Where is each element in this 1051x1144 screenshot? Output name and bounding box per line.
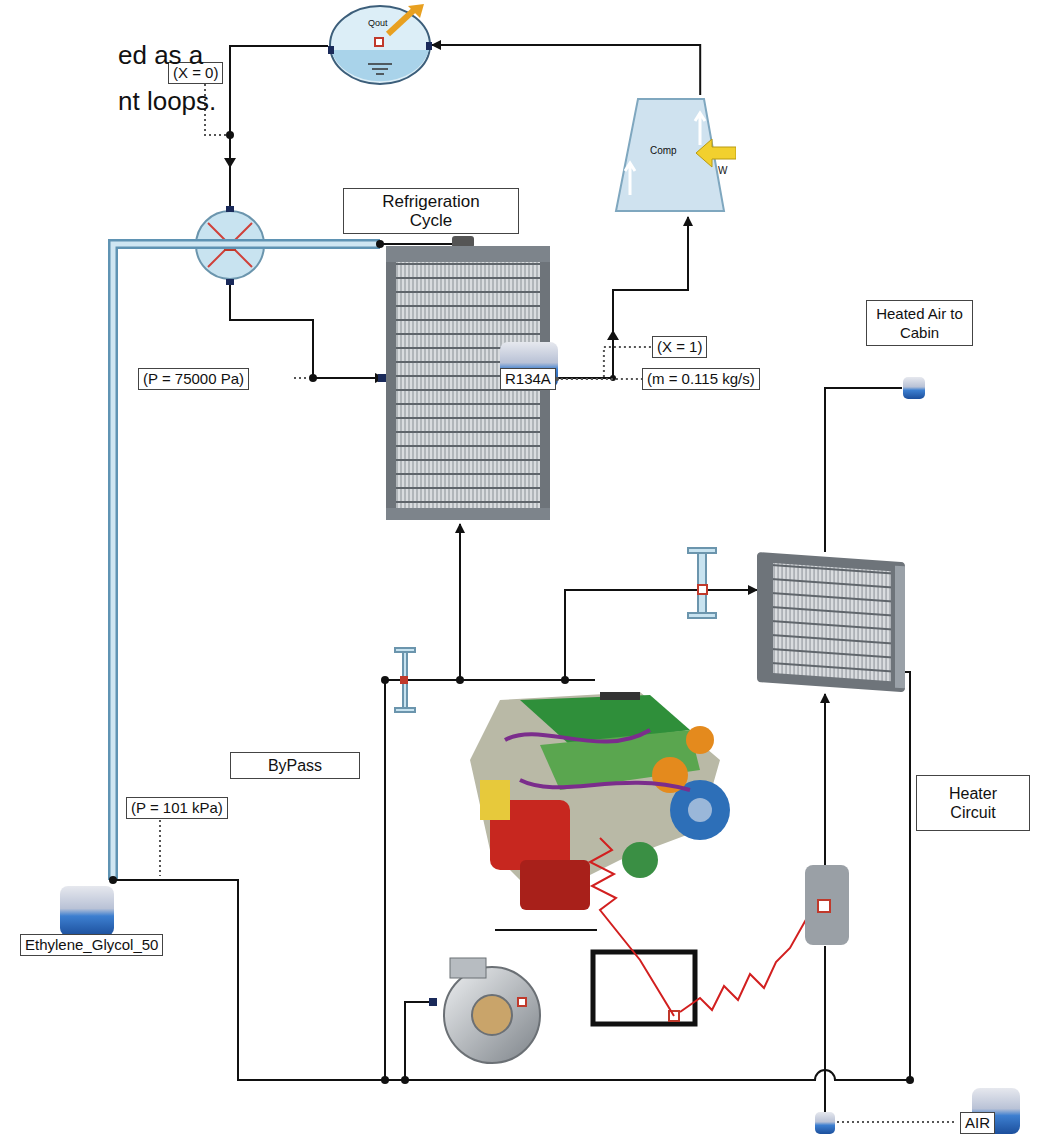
node-text: (X = 1) [657,338,702,355]
refrigerant-pipe [432,45,700,95]
leader-line [556,347,652,379]
group-label: Refrigeration Cycle [343,188,519,234]
node-text: (P = 101 kPa) [131,799,223,816]
fluid-label: R134A [500,368,556,390]
node-text: Refrigeration Cycle [371,192,491,230]
node-text: Qout [368,18,388,28]
state-tag: (X = 1) [652,336,707,358]
group-label: Heater Circuit [916,775,1030,831]
pressure-tag: (P = 101 kPa) [126,797,228,819]
node-text: W [718,165,727,176]
leader-line [556,378,642,380]
node-text: Heated Air to Cabin [872,304,967,342]
fluid-label: AIR [960,1112,995,1134]
node-text: (m = 0.115 kg/s) [647,370,755,387]
output-label: Heated Air to Cabin [866,300,973,346]
node-text: ByPass [268,756,322,775]
condenser-symbol [328,4,432,86]
node-text: Heater Circuit [938,784,1008,822]
group-label: ByPass [230,752,360,779]
slide-text: ed as a [118,40,203,71]
fluid-label: Ethylene_Glycol_50 [20,934,163,956]
node-text: Comp [650,145,677,156]
slide-text: nt loops. [118,86,216,117]
node-text: (P = 75000 Pa) [143,370,244,387]
compressor: CompW [608,95,736,215]
node-text: Ethylene_Glycol_50 [25,936,158,953]
pressure-tag: (P = 75000 Pa) [138,368,249,390]
node-text: AIR [965,1114,990,1131]
flow-tag: (m = 0.115 kg/s) [642,368,760,390]
condenser: Qout [328,4,432,86]
node-text: R134A [505,370,551,387]
